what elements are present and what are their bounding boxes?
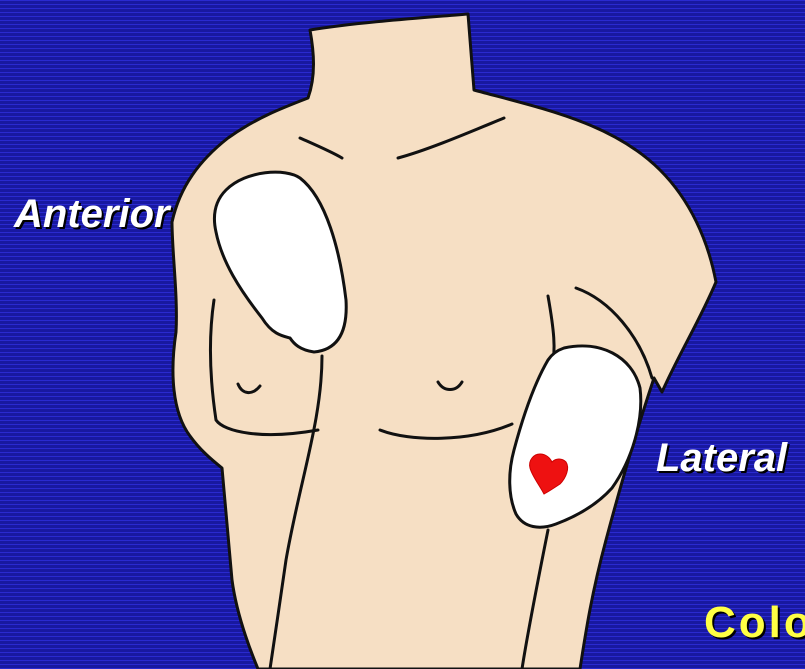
lateral-label: Lateral <box>656 436 787 481</box>
anterior-label: Anterior <box>14 192 170 237</box>
torso <box>172 14 716 669</box>
corner-label: Colo <box>704 598 805 648</box>
